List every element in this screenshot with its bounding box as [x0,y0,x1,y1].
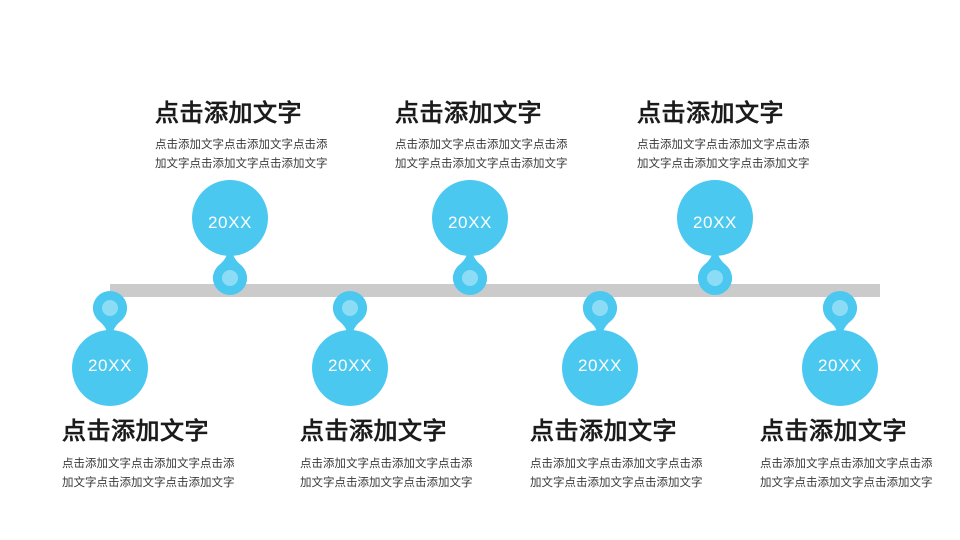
pin-shape-down-icon [192,180,268,295]
bottom-label-block-3[interactable]: 点击添加文字 点击添加文字点击添加文字点击添 加文字点击添加文字点击添加文字 [530,418,830,493]
timeline-marker-6[interactable]: 20XX [676,180,754,296]
bottom-label-headline: 点击添加文字 [530,418,677,445]
pin-shape-up-icon [802,291,878,406]
pin-shape-up-icon [562,291,638,406]
timeline-marker-2[interactable]: 20XX [191,180,269,296]
top-label-body-line-2: 加文字点击添加文字点击添加文字 [395,157,568,170]
timeline-marker-5[interactable]: 20XX [561,290,639,406]
bottom-label-body-line-2: 加文字点击添加文字点击添加文字 [530,476,703,489]
top-label-body-line-1: 点击添加文字点击添加文字点击添 [637,139,810,152]
timeline-marker-4[interactable]: 20XX [431,180,509,296]
bottom-label-body-line-1: 点击添加文字点击添加文字点击添 [300,458,473,471]
top-label-block-2[interactable]: 点击添加文字 点击添加文字点击添加文字点击添 加文字点击添加文字点击添加文字 [395,100,695,174]
bottom-label-body-line-1: 点击添加文字点击添加文字点击添 [62,458,235,471]
bottom-label-block-1[interactable]: 点击添加文字 点击添加文字点击添加文字点击添 加文字点击添加文字点击添加文字 [62,418,362,493]
top-label-body-line-1: 点击添加文字点击添加文字点击添 [395,139,568,152]
top-label-body-line-1: 点击添加文字点击添加文字点击添 [155,139,328,152]
bottom-label-headline: 点击添加文字 [62,418,209,445]
bottom-label-block-4[interactable]: 点击添加文字 点击添加文字点击添加文字点击添 加文字点击添加文字点击添加文字 [760,418,960,493]
timeline-marker-7[interactable]: 20XX [801,290,879,406]
bottom-label-body-line-1: 点击添加文字点击添加文字点击添 [760,458,933,471]
bottom-label-body-line-2: 加文字点击添加文字点击添加文字 [62,476,235,489]
pin-shape-down-icon [677,180,753,295]
top-label-body-line-2: 加文字点击添加文字点击添加文字 [637,157,810,170]
pin-shape-up-icon [72,291,148,406]
bottom-label-block-2[interactable]: 点击添加文字 点击添加文字点击添加文字点击添 加文字点击添加文字点击添加文字 [300,418,600,493]
top-label-block-3[interactable]: 点击添加文字 点击添加文字点击添加文字点击添 加文字点击添加文字点击添加文字 [637,100,937,174]
timeline-bar [110,284,880,297]
pin-shape-down-icon [432,180,508,295]
timeline-marker-1[interactable]: 20XX [71,290,149,406]
top-label-headline: 点击添加文字 [155,100,302,127]
top-label-headline: 点击添加文字 [395,100,542,127]
bottom-label-body-line-1: 点击添加文字点击添加文字点击添 [530,458,703,471]
bottom-label-body-line-2: 加文字点击添加文字点击添加文字 [760,476,933,489]
pin-shape-up-icon [312,291,388,406]
bottom-label-headline: 点击添加文字 [300,418,447,445]
top-label-block-1[interactable]: 点击添加文字 点击添加文字点击添加文字点击添 加文字点击添加文字点击添加文字 [0,100,460,174]
top-label-body-line-2: 加文字点击添加文字点击添加文字 [155,157,328,170]
top-label-headline: 点击添加文字 [637,100,784,127]
bottom-label-headline: 点击添加文字 [760,418,907,445]
timeline-marker-3[interactable]: 20XX [311,290,389,406]
bottom-label-body-line-2: 加文字点击添加文字点击添加文字 [300,476,473,489]
